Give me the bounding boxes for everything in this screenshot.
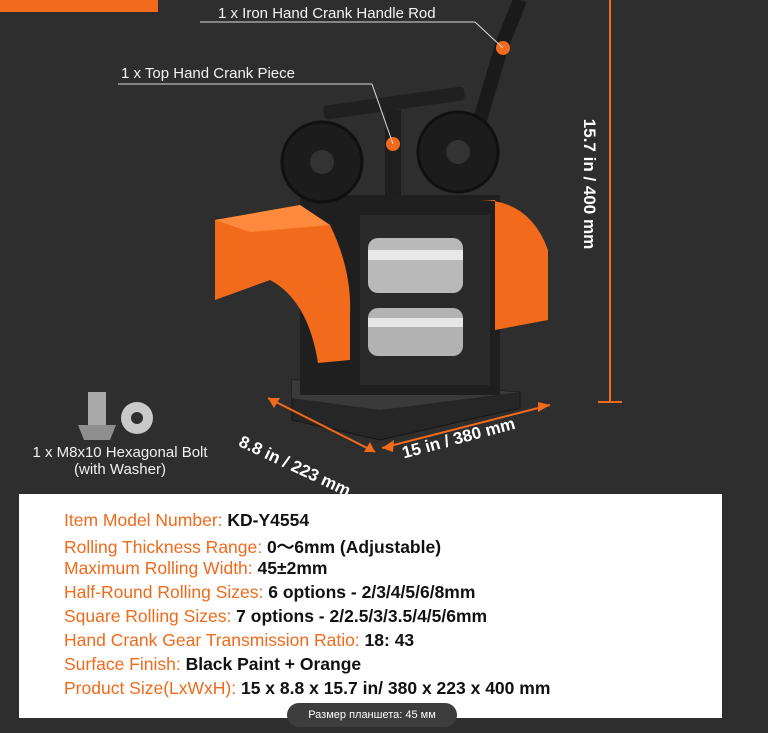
height-dimension-label: 15.7 in / 400 mm (580, 118, 600, 250)
spec-value: 18: 43 (364, 630, 415, 650)
spec-label: Rolling Thickness Range: (64, 537, 267, 557)
top-crank-piece-callout: 1 x Top Hand Crank Piece (121, 65, 295, 82)
spec-label: Product Size(LxWxH): (64, 678, 241, 698)
spec-value: 15 x 8.8 x 15.7 in/ 380 x 223 x 400 mm (240, 678, 551, 698)
spec-row: Surface Finish: Black Paint + Orange (64, 654, 361, 678)
spec-label: Half-Round Rolling Sizes: (64, 582, 269, 602)
handle-rod-callout: 1 x Iron Hand Crank Handle Rod (218, 5, 436, 22)
top-crank-bar (323, 86, 465, 120)
spec-value: 7 options - 2/2.5/3/3.5/4/5/6mm (236, 606, 488, 626)
upper-roller (368, 238, 463, 293)
spec-panel: Item Model Number: KD-Y4554 Rolling Thic… (19, 494, 722, 718)
depth-dimension-line (267, 397, 376, 453)
spec-label: Square Rolling Sizes: (64, 606, 237, 626)
left-orange-cover (215, 205, 351, 363)
spec-row: Hand Crank Gear Transmission Ratio: 18: … (64, 630, 414, 654)
lower-roller (368, 308, 463, 356)
top-crank-shaft (385, 110, 401, 195)
spec-label: Hand Crank Gear Transmission Ratio: (64, 630, 365, 650)
spec-label: Surface Finish: (64, 654, 186, 674)
spec-row: Maximum Rolling Width: 45±2mm (64, 558, 327, 582)
size-caption-pill: Размер планшета: 45 мм (287, 703, 457, 727)
bolt-callout: 1 x M8x10 Hexagonal Bolt (with Washer) (14, 444, 226, 478)
spec-label: Item Model Number: (64, 510, 228, 530)
spec-row: Product Size(LxWxH): 15 x 8.8 x 15.7 in/… (64, 678, 550, 702)
spec-row: Half-Round Rolling Sizes: 6 options - 2/… (64, 582, 475, 606)
orange-corner-tab (0, 0, 158, 12)
spec-value: 0〜6mm (Adjustable) (266, 537, 442, 557)
bolt-callout-line2: (with Washer) (74, 461, 166, 478)
spec-value: 45±2mm (257, 558, 328, 578)
spec-value: Black Paint + Orange (185, 654, 362, 674)
hex-bolt (88, 392, 106, 426)
width-dimension-line (381, 404, 551, 449)
right-orange-cover (480, 200, 548, 330)
spec-row: Item Model Number: KD-Y4554 (64, 510, 309, 534)
spec-row: Square Rolling Sizes: 7 options - 2/2.5/… (64, 606, 487, 630)
spec-value: 6 options - 2/3/4/5/6/8mm (268, 582, 476, 602)
bolt-callout-line1: 1 x M8x10 Hexagonal Bolt (32, 444, 208, 461)
spec-label: Maximum Rolling Width: (64, 558, 258, 578)
spec-value: KD-Y4554 (227, 510, 310, 530)
rolling-mill-illustration (78, 0, 622, 453)
spec-row: Rolling Thickness Range: 0〜6mm (Adjustab… (64, 534, 441, 558)
